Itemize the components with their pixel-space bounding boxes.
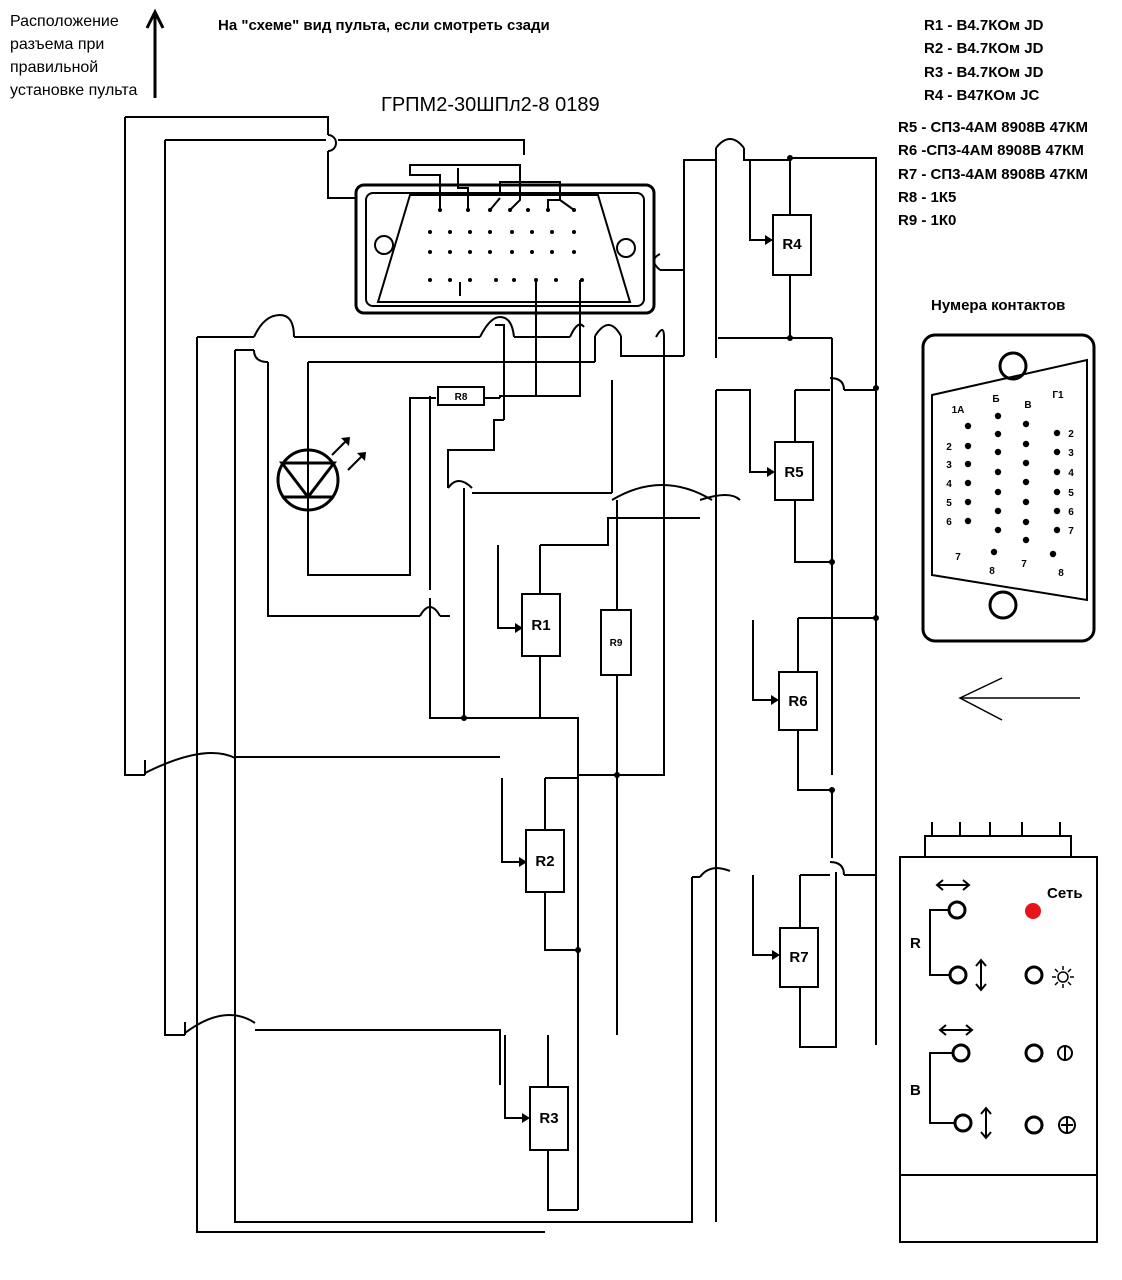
contact-left-num: 5 bbox=[946, 498, 952, 509]
label-r4: R4 bbox=[782, 236, 802, 253]
connector-shell bbox=[354, 183, 656, 315]
contact-left-num: 3 bbox=[946, 460, 952, 471]
label-r1: R1 bbox=[531, 617, 550, 634]
orientation-arrow bbox=[145, 8, 165, 98]
note-line: Расположение bbox=[10, 13, 119, 30]
resistor-r3 bbox=[522, 1086, 569, 1151]
contact-bottom-num: 8 bbox=[1058, 568, 1064, 579]
contact-bottom-num: 7 bbox=[1021, 559, 1027, 570]
group-r-label: R bbox=[910, 935, 921, 952]
label-r5: R5 bbox=[784, 464, 803, 481]
resistor-r5 bbox=[767, 441, 814, 501]
power-label: Сеть bbox=[1047, 885, 1083, 902]
power-led bbox=[1025, 903, 1041, 919]
legend-item: R9 - 1К0 bbox=[898, 212, 957, 230]
contact-right-num: 5 bbox=[1068, 488, 1074, 499]
left-arrow bbox=[958, 677, 1080, 721]
resistor-r8 bbox=[437, 386, 485, 406]
contact-col-1a: 1А bbox=[952, 405, 965, 416]
contact-left-num: 4 bbox=[946, 479, 952, 490]
contacts-title: Нумера контактов bbox=[931, 297, 1066, 314]
contact-left-num: 7 bbox=[955, 552, 961, 563]
led-symbol bbox=[276, 437, 366, 512]
view-caption: На "схеме" вид пульта, если смотреть сза… bbox=[218, 17, 550, 34]
junction-dots bbox=[461, 155, 879, 953]
contact-right-num: 7 bbox=[1068, 526, 1074, 537]
legend-item: R6 -СП3-4АМ 8908В 47КМ bbox=[898, 142, 1084, 160]
contact-left-num: 6 bbox=[946, 517, 952, 528]
resistor-r6 bbox=[771, 671, 818, 731]
brightness-icon bbox=[1052, 966, 1074, 988]
resistor-r1 bbox=[515, 593, 561, 657]
note-line: установке пульта bbox=[10, 82, 138, 99]
group-b-label: В bbox=[910, 1082, 921, 1099]
label-r7: R7 bbox=[789, 949, 808, 966]
label-r9: R9 bbox=[610, 638, 623, 649]
label-r2: R2 bbox=[535, 853, 554, 870]
note-line: правильной bbox=[10, 59, 99, 76]
legend-item: R5 - СП3-4АМ 8908В 47КМ bbox=[898, 119, 1088, 137]
legend-item: R4 - В47КОм JC bbox=[924, 86, 1040, 104]
resistor-r9 bbox=[600, 609, 632, 676]
legend-item: R2 - В4.7КОм JD bbox=[924, 40, 1044, 58]
connector-pins bbox=[428, 208, 584, 282]
connector-title: ГРПМ2-30ШПл2-8 0189 bbox=[381, 94, 600, 116]
resistor-r4 bbox=[765, 214, 812, 276]
component-legend: R1 - В4.7КОм JD R2 - В4.7КОм JD R3 - В4.… bbox=[898, 14, 1088, 233]
contact-map bbox=[921, 333, 1096, 643]
contact-right-num: 3 bbox=[1068, 448, 1074, 459]
orientation-note: Расположение разъема при правильной уста… bbox=[10, 10, 137, 102]
label-r8: R8 bbox=[455, 392, 468, 403]
contact-col-v: В bbox=[1024, 400, 1031, 411]
legend-item: R8 - 1К5 bbox=[898, 189, 957, 207]
resistor-r2 bbox=[519, 829, 565, 893]
label-r6: R6 bbox=[788, 693, 807, 710]
contact-col-b: Б bbox=[992, 394, 999, 405]
legend-item: R1 - В4.7КОм JD bbox=[924, 17, 1044, 34]
resistor-r7 bbox=[772, 927, 819, 988]
wiring bbox=[124, 116, 877, 1233]
front-panel bbox=[899, 822, 1098, 1243]
legend-item: R7 - СП3-4АМ 8908В 47КМ bbox=[898, 165, 1088, 183]
contact-right-num: 6 bbox=[1068, 507, 1074, 518]
contact-left-num: 2 bbox=[946, 442, 952, 453]
contact-right-num: 2 bbox=[1068, 429, 1074, 440]
contact-col-g1: Г1 bbox=[1052, 390, 1064, 401]
contact-right-num: 4 bbox=[1068, 468, 1074, 479]
contact-bottom-num: 8 bbox=[989, 566, 995, 577]
label-r3: R3 bbox=[539, 1110, 558, 1127]
legend-item: R3 - В4.7КОм JD bbox=[924, 63, 1044, 81]
note-line: разъема при bbox=[10, 36, 105, 53]
